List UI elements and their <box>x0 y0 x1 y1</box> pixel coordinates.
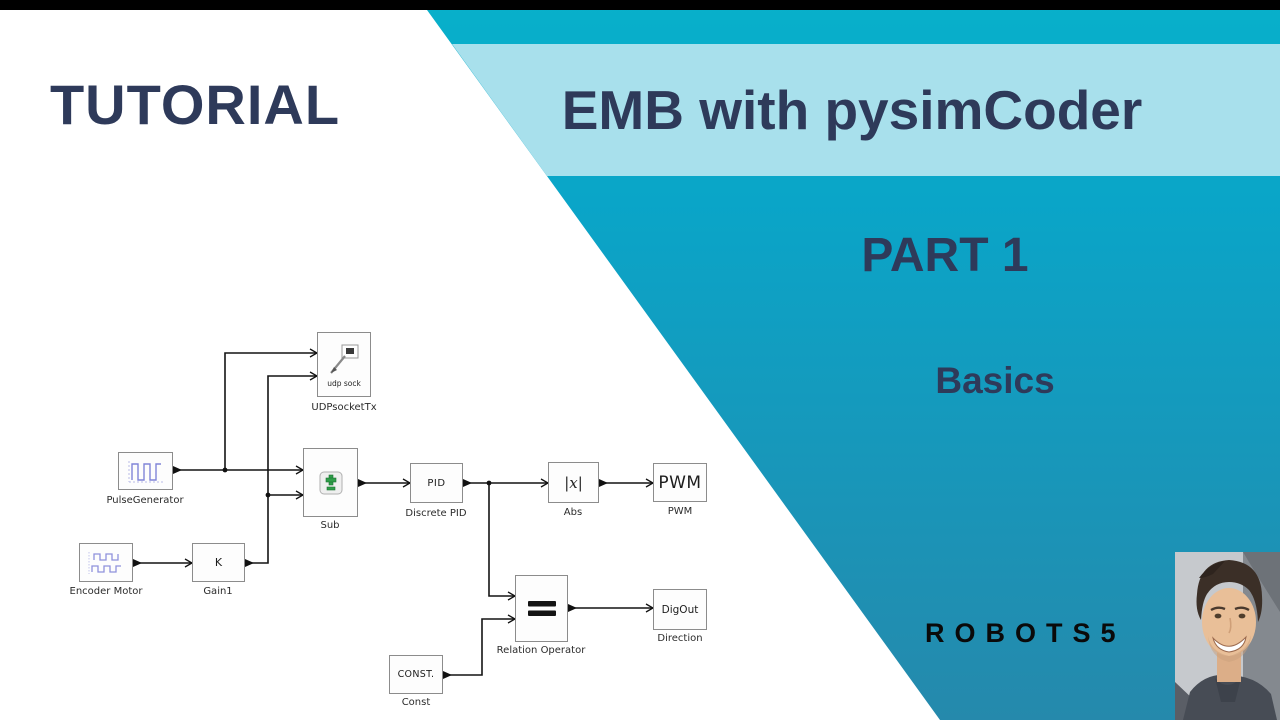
block-label: PWM <box>667 506 693 517</box>
block-label: Encoder Motor <box>69 586 143 597</box>
block-gain1[interactable]: K <box>192 543 245 582</box>
output-port-arrows <box>133 466 608 679</box>
subtitle-label: Basics <box>935 360 1055 401</box>
block-discrete-pid[interactable]: PID <box>410 463 463 503</box>
sum-icon <box>319 471 342 494</box>
block-label: Abs <box>563 507 583 518</box>
top-black-bar <box>0 0 1280 10</box>
block-label: PulseGenerator <box>106 495 184 506</box>
block-const[interactable]: CONST. <box>389 655 443 694</box>
block-sub[interactable] <box>303 448 358 517</box>
block-encoder-motor[interactable] <box>79 543 133 582</box>
block-label: Relation Operator <box>496 645 586 656</box>
page-title: EMB with pysimCoder <box>561 79 1143 141</box>
brand-label: ROBOTS5 <box>925 618 1126 648</box>
avatar-photo <box>1175 552 1280 720</box>
block-udp-socket-tx[interactable]: udp sock <box>317 332 371 397</box>
equals-icon <box>527 601 556 616</box>
block-inner-text: PWM <box>658 472 702 493</box>
block-inner-text: K <box>214 556 223 569</box>
part-label: PART 1 <box>861 229 1029 282</box>
udp-icon-caption: udp sock <box>327 378 361 388</box>
block-inner-text: PID <box>427 477 446 489</box>
wire-junctions <box>222 467 492 498</box>
block-label: Gain1 <box>203 586 233 597</box>
square-wave-icon <box>88 551 121 574</box>
block-label: UDPsocketTx <box>311 402 377 413</box>
block-pulse-generator[interactable] <box>118 452 173 490</box>
block-label: Sub <box>320 520 340 531</box>
block-digout[interactable]: DigOut <box>653 589 707 630</box>
block-pwm[interactable]: PWM <box>653 463 707 502</box>
pulse-wave-icon <box>128 461 163 483</box>
block-label: Discrete PID <box>405 508 467 519</box>
block-inner-text: CONST. <box>397 669 435 680</box>
block-relation-operator[interactable] <box>515 575 568 642</box>
tutorial-label: TUTORIAL <box>49 73 341 136</box>
block-label: Direction <box>657 633 703 644</box>
block-abs[interactable]: |x| <box>548 462 599 503</box>
block-inner-text: |x| <box>564 473 583 492</box>
block-inner-text: DigOut <box>661 603 699 616</box>
block-label: Const <box>401 697 431 708</box>
udp-socket-icon <box>330 344 359 374</box>
